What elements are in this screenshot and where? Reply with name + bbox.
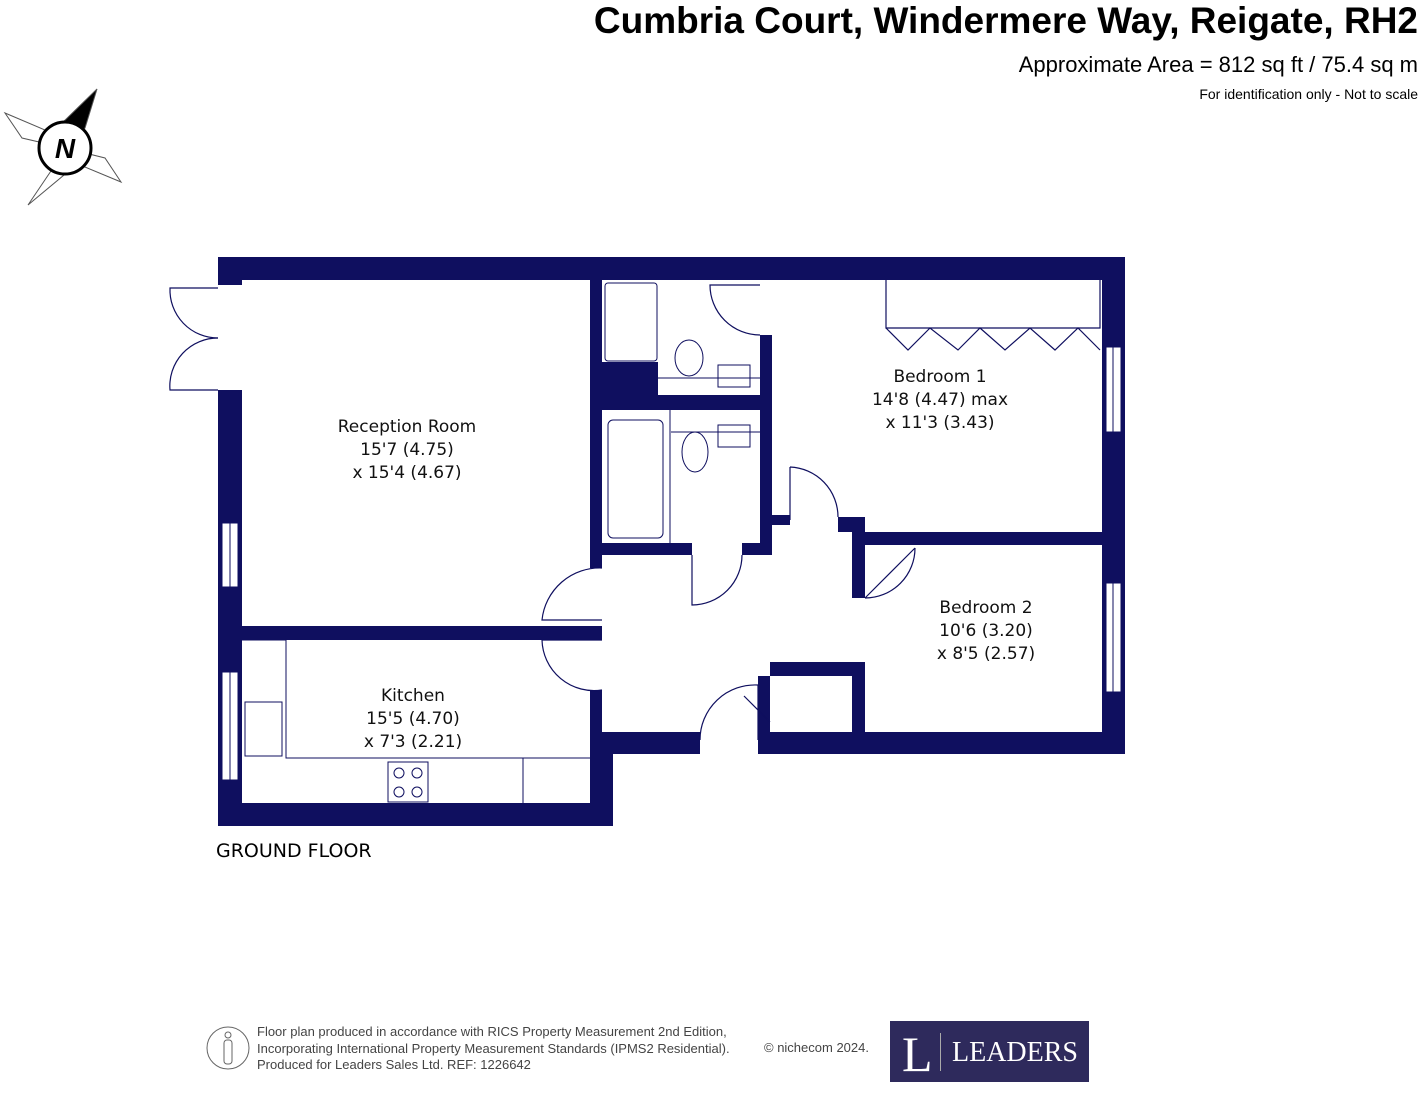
room-name: Kitchen	[381, 686, 445, 706]
room-label-reception: Reception Room 15'7 (4.75) x 15'4 (4.67)	[338, 416, 476, 485]
bath-icon	[607, 419, 664, 539]
windows	[218, 285, 1122, 781]
logo-name: LEADERS	[952, 1037, 1078, 1068]
room-dimension: x 11'3 (3.43)	[885, 413, 995, 433]
footer-line: Floor plan produced in accordance with R…	[257, 1024, 727, 1039]
room-name: Bedroom 2	[939, 598, 1033, 618]
hob-icon	[387, 761, 429, 803]
footer-line: Incorporating International Property Mea…	[257, 1040, 730, 1056]
copyright: © nichecom 2024.	[764, 1040, 869, 1055]
room-label-bedroom-2: Bedroom 2 10'6 (3.20) x 8'5 (2.57)	[937, 597, 1035, 666]
footer-line: Produced for Leaders Sales Ltd. REF: 122…	[257, 1057, 531, 1072]
doors	[169, 280, 1101, 741]
logo-letter: L	[902, 1026, 933, 1082]
property-title: Cumbria Court, Windermere Way, Reigate, …	[593, 0, 1418, 41]
kitchen-sink-icon	[244, 701, 283, 757]
area-text: Approximate Area = 812 sq ft / 75.4 sq m	[1018, 52, 1418, 77]
leaders-logo: L LEADERS	[890, 1021, 1089, 1082]
room-label-kitchen: Kitchen 15'5 (4.70) x 7'3 (2.21)	[364, 685, 462, 754]
room-dimension: x 7'3 (2.21)	[363, 732, 463, 752]
toilet-icon	[674, 339, 704, 377]
room-dimension: 15'5 (4.70)	[366, 709, 460, 729]
footer-text: Floor plan produced in accordance with R…	[257, 1024, 730, 1074]
room-dimension: x 15'4 (4.67)	[352, 463, 462, 483]
sink-icon	[717, 424, 751, 448]
disclaimer-note: For identification only - Not to scale	[1199, 86, 1418, 102]
room-dimension: 14'8 (4.47) max	[871, 390, 1009, 410]
logo-divider	[940, 1033, 941, 1071]
compass-icon: N	[3, 88, 123, 206]
sink-icon	[717, 364, 751, 388]
svg-text:N: N	[55, 133, 76, 164]
shower-tray-icon	[604, 282, 658, 362]
room-label-bedroom-1: Bedroom 1 14'8 (4.47) max x 11'3 (3.43)	[872, 366, 1008, 435]
room-dimension: 10'6 (3.20)	[939, 621, 1033, 641]
fixtures	[242, 282, 760, 803]
floor-label: GROUND FLOOR	[216, 840, 372, 862]
accessibility-icon	[206, 1026, 250, 1070]
room-name: Reception Room	[337, 417, 477, 437]
toilet-icon	[681, 431, 709, 473]
walls	[218, 257, 1125, 826]
room-dimension: 15'7 (4.75)	[360, 440, 454, 460]
room-dimension: x 8'5 (2.57)	[936, 644, 1036, 664]
room-name: Bedroom 1	[893, 367, 987, 387]
